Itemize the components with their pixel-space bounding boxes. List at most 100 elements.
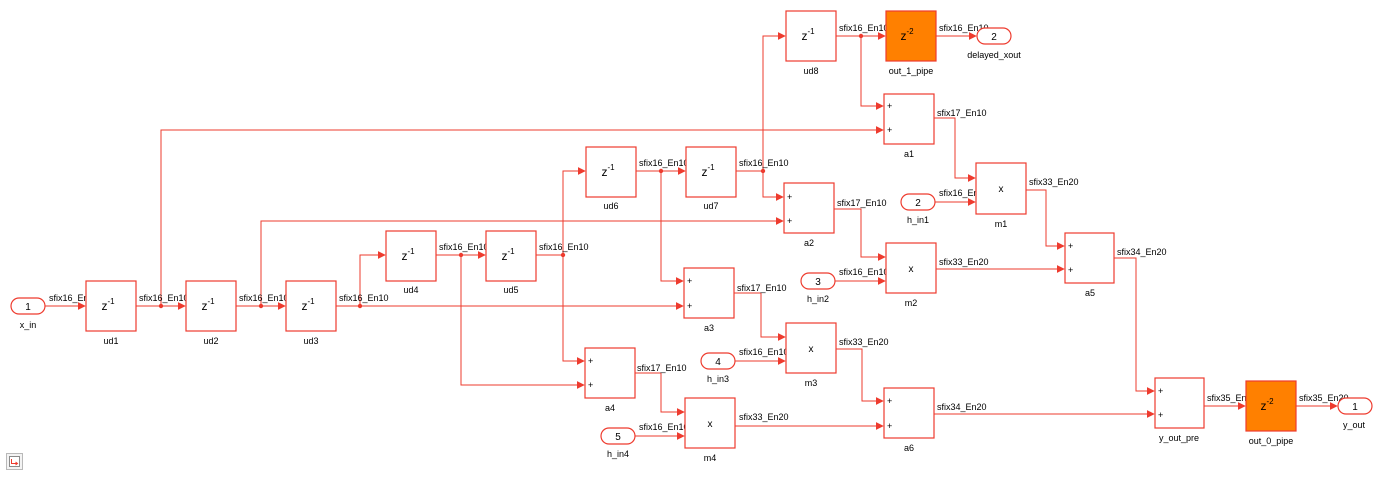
block-name-ud5: ud5 bbox=[503, 285, 518, 295]
wire-m1-a5[interactable] bbox=[1026, 189, 1065, 250]
block-name-m3: m3 bbox=[805, 378, 818, 388]
inport-h-in2[interactable]: 3 h_in2 bbox=[800, 272, 836, 304]
wire-ud4-a4[interactable] bbox=[460, 255, 585, 389]
signal-label-m2: sfix33_En20 bbox=[939, 257, 989, 267]
multiplier-m3[interactable]: x m3 bbox=[785, 322, 837, 388]
port-name-h-in3: h_in3 bbox=[707, 374, 729, 384]
block-name-m4: m4 bbox=[704, 453, 717, 463]
wire-ud3-ud4[interactable] bbox=[359, 251, 386, 306]
block-name-a6: a6 bbox=[904, 443, 914, 453]
block-name-out-1-pipe: out_1_pipe bbox=[889, 66, 934, 76]
inport-h-in4[interactable]: 5 h_in4 bbox=[600, 427, 636, 459]
wire-a5-ypre[interactable] bbox=[1114, 257, 1155, 395]
svg-text:z-2: z-2 bbox=[900, 27, 914, 43]
delay-block-ud5[interactable]: z-1 ud5 bbox=[485, 230, 537, 295]
block-name-y-out-pre: y_out_pre bbox=[1159, 433, 1199, 443]
svg-text:z-1: z-1 bbox=[801, 27, 815, 43]
delay-block-ud8[interactable]: z-1 ud8 bbox=[785, 10, 837, 76]
outport-delayed-xout[interactable]: 2 delayed_xout bbox=[967, 27, 1021, 60]
signal-label-h1: sfix16_En10 bbox=[939, 188, 989, 198]
adder-a2[interactable]: + + a2 bbox=[783, 182, 835, 248]
signal-label-a1: sfix17_En10 bbox=[937, 108, 987, 118]
inport-h-in3[interactable]: 4 h_in3 bbox=[700, 352, 736, 384]
delay-block-out-0-pipe[interactable]: z-2 out_0_pipe bbox=[1245, 380, 1297, 446]
multiplier-symbol: x bbox=[708, 419, 713, 430]
svg-text:z-2: z-2 bbox=[1260, 397, 1274, 413]
port-name-delayed-xout: delayed_xout bbox=[967, 50, 1021, 60]
port-number: 4 bbox=[715, 357, 721, 368]
svg-text:z-1: z-1 bbox=[301, 297, 315, 313]
signal-label-ud2: sfix16_En10 bbox=[239, 293, 289, 303]
adder-a1[interactable]: + + a1 bbox=[883, 93, 935, 159]
delay-block-ud6[interactable]: z-1 ud6 bbox=[585, 146, 637, 211]
adder-a6[interactable]: + + a6 bbox=[883, 387, 935, 453]
multiplier-symbol: x bbox=[809, 344, 814, 355]
delay-block-ud2[interactable]: z-1 ud2 bbox=[185, 280, 237, 346]
outport-y-out[interactable]: 1 y_out bbox=[1337, 397, 1373, 430]
svg-text:z-1: z-1 bbox=[201, 297, 215, 313]
adder-sign: + bbox=[887, 125, 892, 135]
wire-a3-m3[interactable] bbox=[734, 292, 786, 341]
wire-ud6-a3[interactable] bbox=[660, 171, 684, 285]
block-name-ud7: ud7 bbox=[703, 201, 718, 211]
branch-point bbox=[658, 168, 664, 174]
multiplier-m4[interactable]: x m4 bbox=[684, 397, 736, 463]
subsystem-hierarchy-button[interactable] bbox=[6, 453, 23, 470]
signal-labels: sfix16_En10 sfix16_En10 sfix16_En10 sfix… bbox=[49, 23, 1349, 432]
branch-point bbox=[357, 303, 363, 309]
signal-label-xin: sfix16_En10 bbox=[49, 293, 99, 303]
wire-ud2-a2[interactable] bbox=[260, 217, 784, 306]
delay-block-power: -1 bbox=[107, 297, 115, 306]
wire-ud5-a4[interactable] bbox=[562, 255, 585, 365]
delay-block-power: -2 bbox=[906, 27, 914, 36]
delay-block-text: z bbox=[101, 299, 107, 313]
inport-h-in1[interactable]: 2 h_in1 bbox=[900, 193, 936, 225]
wire-ud7-ud8[interactable] bbox=[736, 32, 786, 172]
block-name-m2: m2 bbox=[905, 298, 918, 308]
adder-a3[interactable]: + + a3 bbox=[683, 267, 735, 333]
block-name-a5: a5 bbox=[1085, 288, 1095, 298]
svg-text:z-1: z-1 bbox=[101, 297, 115, 313]
wire-a2-m2[interactable] bbox=[834, 208, 886, 261]
delay-block-text: z bbox=[401, 249, 407, 263]
port-number: 2 bbox=[991, 32, 997, 43]
block-name-out-0-pipe: out_0_pipe bbox=[1249, 436, 1294, 446]
adder-a5[interactable]: + + a5 bbox=[1064, 232, 1115, 298]
signal-lines[interactable] bbox=[45, 32, 1338, 440]
block-name-ud8: ud8 bbox=[803, 66, 818, 76]
port-number: 2 bbox=[915, 198, 921, 209]
port-name-y-out: y_out bbox=[1343, 420, 1366, 430]
signal-label-a6: sfix34_En20 bbox=[937, 402, 987, 412]
delay-block-text: z bbox=[601, 165, 607, 179]
adder-sign: + bbox=[787, 192, 792, 202]
multiplier-m2[interactable]: x m2 bbox=[885, 242, 937, 308]
delay-block-ud7[interactable]: z-1 ud7 bbox=[685, 146, 737, 211]
wire-a4-m4[interactable] bbox=[635, 372, 685, 416]
wire-ud7-a2[interactable] bbox=[762, 171, 784, 201]
wire-ud5-ud6[interactable] bbox=[536, 167, 586, 256]
delay-block-ud4[interactable]: z-1 ud4 bbox=[385, 230, 437, 295]
multiplier-m1[interactable]: x m1 bbox=[975, 162, 1027, 229]
subsystem-hierarchy-icon bbox=[9, 456, 20, 467]
inport-x-in[interactable]: 1 x_in bbox=[10, 297, 46, 330]
delay-block-power: -1 bbox=[607, 163, 615, 172]
wire-ud8-a1[interactable] bbox=[860, 36, 884, 110]
delay-block-ud3[interactable]: z-1 ud3 bbox=[285, 280, 337, 346]
adder-sign: + bbox=[887, 101, 892, 111]
delay-block-out-1-pipe[interactable]: z-2 out_1_pipe bbox=[885, 10, 937, 76]
signal-label-a2: sfix17_En10 bbox=[837, 198, 887, 208]
adder-a4[interactable]: + + a4 bbox=[584, 347, 636, 413]
wire-a1-m1[interactable] bbox=[934, 117, 976, 182]
signal-label-a4: sfix17_En10 bbox=[637, 363, 687, 373]
signal-label-ud6: sfix16_En10 bbox=[639, 158, 689, 168]
signal-label-ud4: sfix16_En10 bbox=[439, 242, 489, 252]
wire-ud1-a1[interactable] bbox=[160, 126, 884, 306]
wire-m3-a6[interactable] bbox=[836, 348, 884, 405]
delay-block-ud1[interactable]: z-1 ud1 bbox=[85, 280, 137, 346]
adder-y-out-pre[interactable]: + + y_out_pre bbox=[1154, 377, 1205, 443]
block-name-a3: a3 bbox=[704, 323, 714, 333]
signal-label-pipe1: sfix16_En10 bbox=[939, 23, 989, 33]
svg-text:z-1: z-1 bbox=[601, 163, 615, 179]
delay-block-power: -2 bbox=[1266, 397, 1274, 406]
